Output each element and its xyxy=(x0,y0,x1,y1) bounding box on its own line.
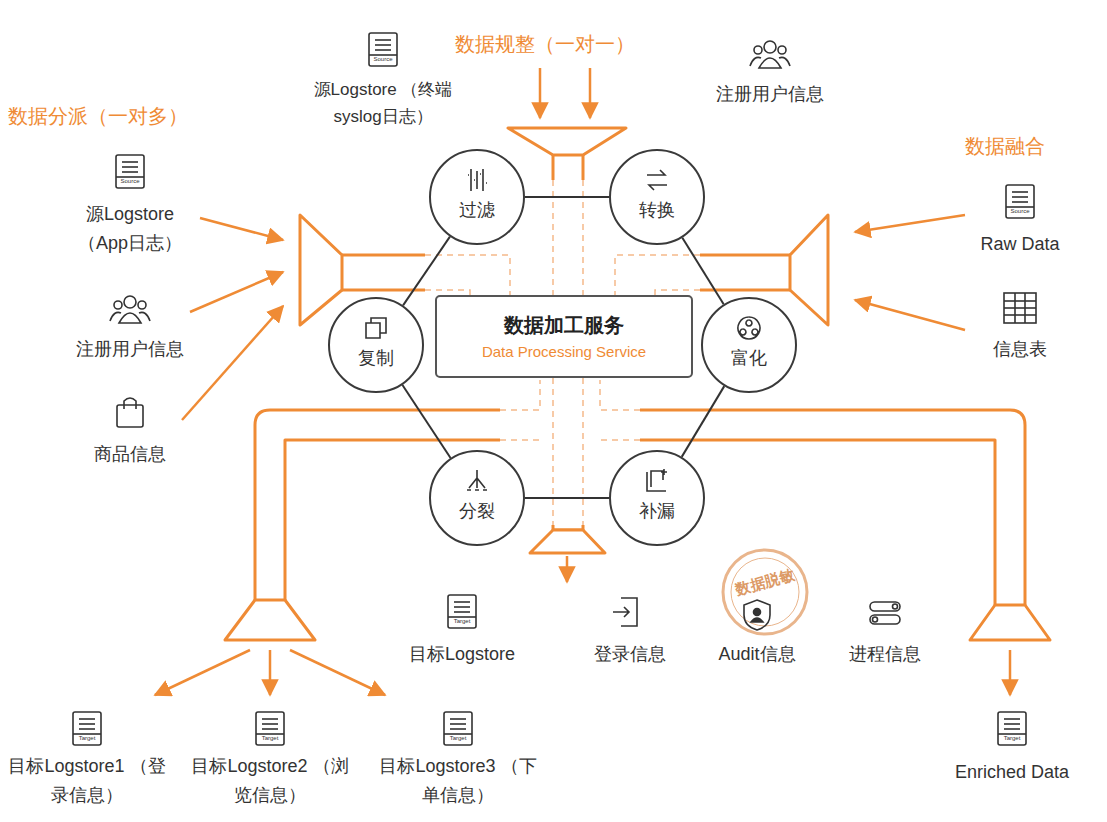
document-icon xyxy=(369,33,397,66)
output-label: 进程信息 xyxy=(835,640,935,669)
step-icon xyxy=(642,466,672,496)
icon-tag: Target xyxy=(444,735,472,741)
funnel-pipe xyxy=(225,128,1050,640)
node-title: 数据加工服务 xyxy=(504,312,624,338)
document-icon xyxy=(998,712,1026,745)
node-title: 转换 xyxy=(639,199,675,222)
service-box: 数据加工服务 Data Processing Service xyxy=(435,295,693,378)
step-icon xyxy=(734,313,764,343)
step-icon xyxy=(462,165,492,195)
process-circle: 富化 xyxy=(701,297,797,393)
icon-tag: Source xyxy=(369,56,397,62)
node-title: 过滤 xyxy=(459,199,495,222)
node-title: 补漏 xyxy=(639,500,675,523)
node-title: 复制 xyxy=(358,347,394,370)
document-icon xyxy=(448,595,476,628)
icon-tag: Target xyxy=(73,735,101,741)
section-heading: 数据分派（一对多） xyxy=(8,100,188,132)
step-icon xyxy=(462,466,492,496)
input-label: 注册用户信息 xyxy=(55,335,205,364)
step-icon xyxy=(361,313,391,343)
target-label: 目标Logstore xyxy=(397,640,527,669)
table-icon xyxy=(1004,293,1036,323)
process-circle: 补漏 xyxy=(609,450,705,546)
process-circle: 转换 xyxy=(609,149,705,245)
input-label: 注册用户信息 xyxy=(690,80,850,109)
icon-tag: Source xyxy=(1006,208,1034,214)
section-heading: 数据规整（一对一） xyxy=(455,28,635,60)
hexagon-link xyxy=(682,386,725,457)
output-label: 登录信息 xyxy=(580,640,680,669)
hexagon-link xyxy=(402,385,450,458)
process-circle: 复制 xyxy=(328,297,424,393)
target-label: 目标Logstore2 （浏览信息） xyxy=(190,752,350,810)
flow-arrow xyxy=(155,68,1010,695)
document-icon xyxy=(116,155,144,188)
icon-tag: Target xyxy=(998,735,1026,741)
source-label: 源Logstore （App日志） xyxy=(65,200,195,258)
login-icon xyxy=(613,598,637,626)
step-icon xyxy=(642,165,672,195)
process-circle: 分裂 xyxy=(429,450,525,546)
input-label: 信息表 xyxy=(970,335,1070,364)
document-icon xyxy=(256,712,284,745)
hexagon-link xyxy=(525,196,609,198)
watermark: 数据脱敏 xyxy=(718,559,811,605)
hexagon-link xyxy=(525,497,609,499)
audit-icon xyxy=(744,600,770,630)
node-subtitle: Data Processing Service xyxy=(482,342,646,362)
process-icon xyxy=(870,602,900,624)
section-heading: 数据融合 xyxy=(965,130,1045,162)
node-title: 富化 xyxy=(731,347,767,370)
source-label: Raw Data xyxy=(960,230,1080,259)
document-icon xyxy=(1006,185,1034,218)
icon-tag: Source xyxy=(116,178,144,184)
icon-tag: Target xyxy=(256,735,284,741)
people-icon xyxy=(110,296,150,323)
target-label: 目标Logstore1 （登录信息） xyxy=(7,752,167,810)
icon-tag: Target xyxy=(448,618,476,624)
source-label: 源Logstore （终端syslog日志） xyxy=(294,76,472,130)
output-label: Audit信息 xyxy=(702,640,812,669)
target-label: 目标Logstore3 （下单信息） xyxy=(378,752,538,810)
node-title: 分裂 xyxy=(459,500,495,523)
icons xyxy=(73,33,1036,745)
people-icon xyxy=(750,41,790,68)
target-label: Enriched Data xyxy=(942,758,1082,787)
process-circle: 过滤 xyxy=(429,149,525,245)
input-label: 商品信息 xyxy=(70,440,190,469)
bag-icon xyxy=(117,398,143,427)
document-icon xyxy=(444,712,472,745)
document-icon xyxy=(73,712,101,745)
